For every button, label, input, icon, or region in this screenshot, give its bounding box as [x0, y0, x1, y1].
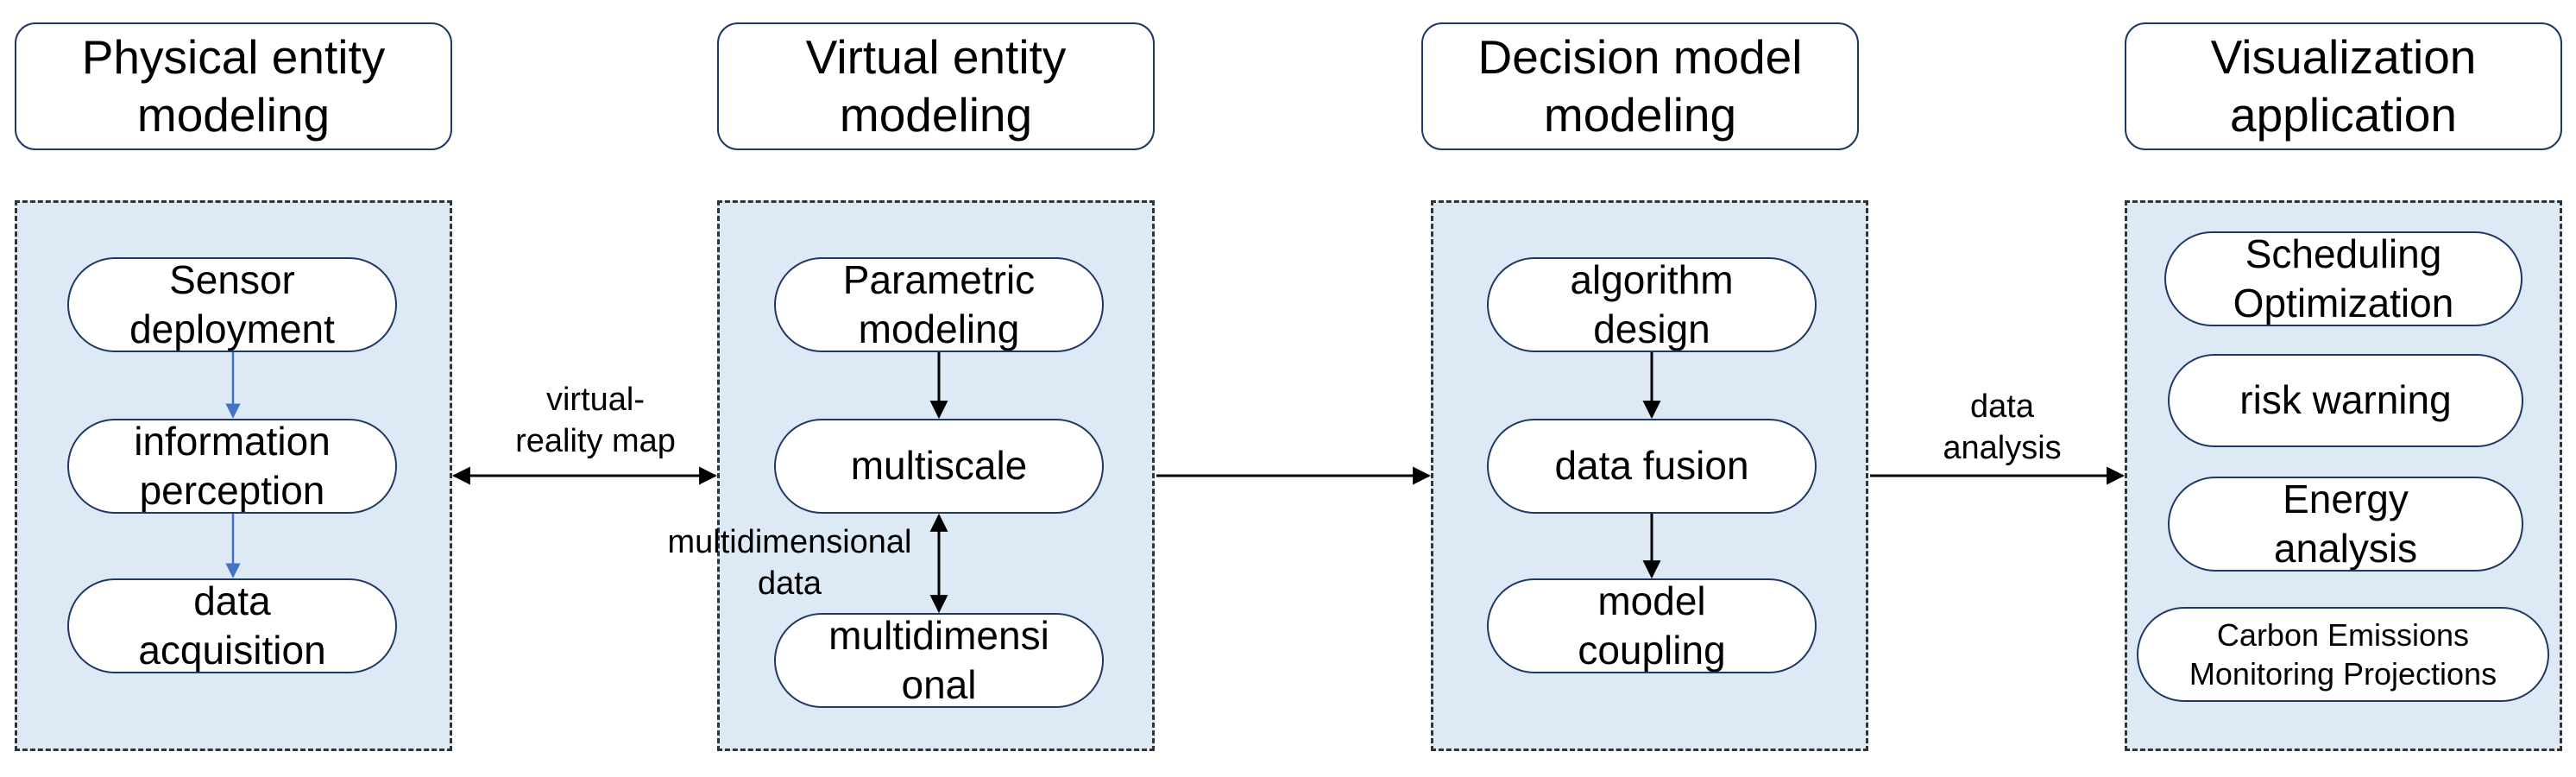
label-multidimensional-data: multidimensional data	[667, 524, 912, 602]
step-multiscale: multiscale	[774, 419, 1104, 514]
step-data-fusion: data fusion	[1487, 419, 1817, 514]
step-sensor-deployment: Sensor deployment	[67, 257, 397, 352]
step-multidimensional: multidimensi onal	[774, 613, 1104, 708]
step-carbon-emissions-monitoring: Carbon Emissions Monitoring Projections	[2137, 607, 2549, 702]
header-visualization-application: Visualization application	[2125, 22, 2562, 150]
label-data-analysis: data analysis	[1943, 388, 2062, 466]
step-data-acquisition: data acquisition	[67, 578, 397, 673]
step-risk-warning: risk warning	[2168, 354, 2523, 447]
step-scheduling-optimization: Scheduling Optimization	[2164, 231, 2522, 326]
step-algorithm-design: algorithm design	[1487, 257, 1817, 352]
label-virtual-reality-map: virtual- reality map	[515, 382, 676, 459]
step-model-coupling: model coupling	[1487, 578, 1817, 673]
step-energy-analysis: Energy analysis	[2168, 477, 2523, 572]
step-parametric-modeling: Parametric modeling	[774, 257, 1104, 352]
header-physical-entity-modeling: Physical entity modeling	[15, 22, 452, 150]
header-virtual-entity-modeling: Virtual entity modeling	[717, 22, 1155, 150]
header-decision-model-modeling: Decision model modeling	[1421, 22, 1859, 150]
step-information-perception: information perception	[67, 419, 397, 514]
